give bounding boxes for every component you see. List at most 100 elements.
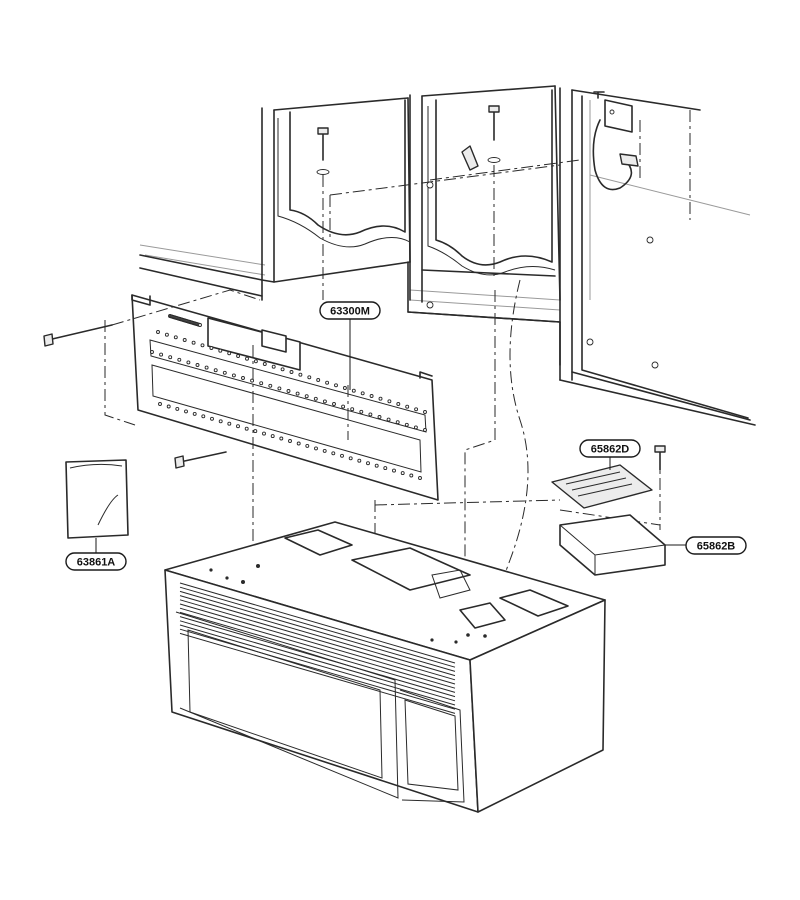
- plate-hole: [325, 380, 330, 385]
- plate-hole: [186, 360, 191, 365]
- damper-bracket: [559, 514, 688, 576]
- plate-hole: [405, 404, 410, 409]
- plate-hole: [313, 396, 318, 401]
- damper-screw: [654, 445, 666, 471]
- damper-cover: [551, 455, 653, 509]
- plate-hole: [218, 419, 223, 424]
- plate-hole: [150, 350, 154, 354]
- plate-hole: [413, 425, 418, 430]
- plate-hole: [392, 468, 396, 473]
- vent-slot: [179, 620, 456, 702]
- plate-hole: [409, 473, 414, 478]
- callout-label: 63861A: [77, 557, 116, 569]
- plate-hole: [271, 364, 276, 369]
- callout-label: 65862B: [697, 541, 736, 553]
- plate-hole: [331, 451, 336, 456]
- plate-hole: [201, 414, 206, 419]
- plate-hole: [191, 340, 196, 345]
- plate-hole: [423, 428, 427, 432]
- wall-cabinets: [139, 85, 756, 426]
- microwave-oven: [164, 521, 606, 813]
- plate-hole: [236, 424, 240, 429]
- plate-hole: [341, 404, 346, 409]
- plate-hole: [289, 370, 294, 374]
- vent-slot: [179, 624, 456, 706]
- plate-hole: [386, 417, 391, 422]
- plate-hole: [400, 471, 405, 476]
- plate-hole: [259, 381, 264, 386]
- vent-slot: [179, 607, 456, 689]
- plate-hole: [322, 448, 327, 453]
- plate-hole: [279, 436, 284, 441]
- plate-hole: [322, 399, 327, 404]
- vent-slot: [179, 599, 456, 681]
- plate-hole: [340, 453, 344, 458]
- plate-hole: [210, 416, 214, 421]
- vent-slot: [179, 595, 456, 677]
- vent-slot: [179, 603, 456, 685]
- plate-hole: [231, 373, 236, 378]
- plate-hole: [222, 370, 227, 375]
- plate-hole: [348, 456, 353, 461]
- plate-hole: [423, 410, 427, 414]
- plate-hole: [360, 391, 365, 396]
- plate-hole: [296, 441, 301, 446]
- plate-hole: [387, 399, 392, 404]
- vent-slot: [179, 628, 456, 710]
- plate-hole: [209, 346, 214, 350]
- plate-hole: [218, 348, 223, 353]
- callout-damper-cover: 65862D: [579, 439, 641, 458]
- vent-slot: [179, 590, 456, 672]
- vent-slot: [179, 586, 456, 668]
- plate-hole: [404, 422, 409, 427]
- plate-hole: [334, 383, 338, 388]
- plate-hole: [195, 363, 200, 367]
- plate-hole: [253, 359, 258, 364]
- vent-slot: [179, 611, 456, 693]
- callout-label: 63300M: [330, 306, 370, 318]
- plate-hole: [236, 354, 241, 358]
- plate-hole: [369, 394, 374, 398]
- plate-hole: [359, 409, 364, 414]
- top-screws: [316, 105, 501, 300]
- vent-slot: [179, 582, 456, 664]
- callout-mounting-plate: 63300M: [319, 301, 381, 390]
- plate-hole: [374, 463, 379, 468]
- plate-hole: [241, 376, 245, 380]
- plate-hole: [158, 402, 162, 406]
- mounting-plate: [43, 289, 439, 501]
- plate-hole: [213, 368, 218, 373]
- plate-hole: [357, 458, 362, 463]
- plate-hole: [286, 389, 291, 393]
- plate-hole: [378, 396, 383, 401]
- plate-hole: [173, 335, 178, 340]
- hardware-bag: [65, 459, 129, 556]
- plate-hole: [182, 338, 187, 342]
- plate-hole: [262, 431, 266, 436]
- plate-hole: [332, 402, 336, 406]
- plate-hole: [396, 402, 401, 406]
- plate-hole: [204, 365, 209, 370]
- plate-hole: [200, 343, 205, 348]
- plate-hole: [270, 434, 275, 439]
- plate-hole: [342, 386, 347, 390]
- plate-hole: [253, 429, 258, 434]
- plate-hole: [305, 443, 310, 448]
- plate-hole: [262, 362, 267, 366]
- plate-hole: [351, 388, 356, 393]
- plate-hole: [168, 355, 173, 360]
- plate-hole: [314, 446, 318, 451]
- plate-hole: [377, 415, 382, 419]
- callout-hardware-bag: 63861A: [65, 552, 127, 571]
- plate-hole: [245, 356, 249, 361]
- plate-hole: [244, 426, 249, 431]
- plate-hole: [304, 394, 309, 399]
- plate-hole: [268, 383, 273, 388]
- plate-hole: [350, 407, 355, 412]
- plate-hole: [192, 411, 197, 416]
- plate-hole: [227, 421, 232, 426]
- plate-hole: [164, 332, 169, 337]
- plate-hole: [307, 375, 312, 380]
- plate-hole: [280, 367, 285, 372]
